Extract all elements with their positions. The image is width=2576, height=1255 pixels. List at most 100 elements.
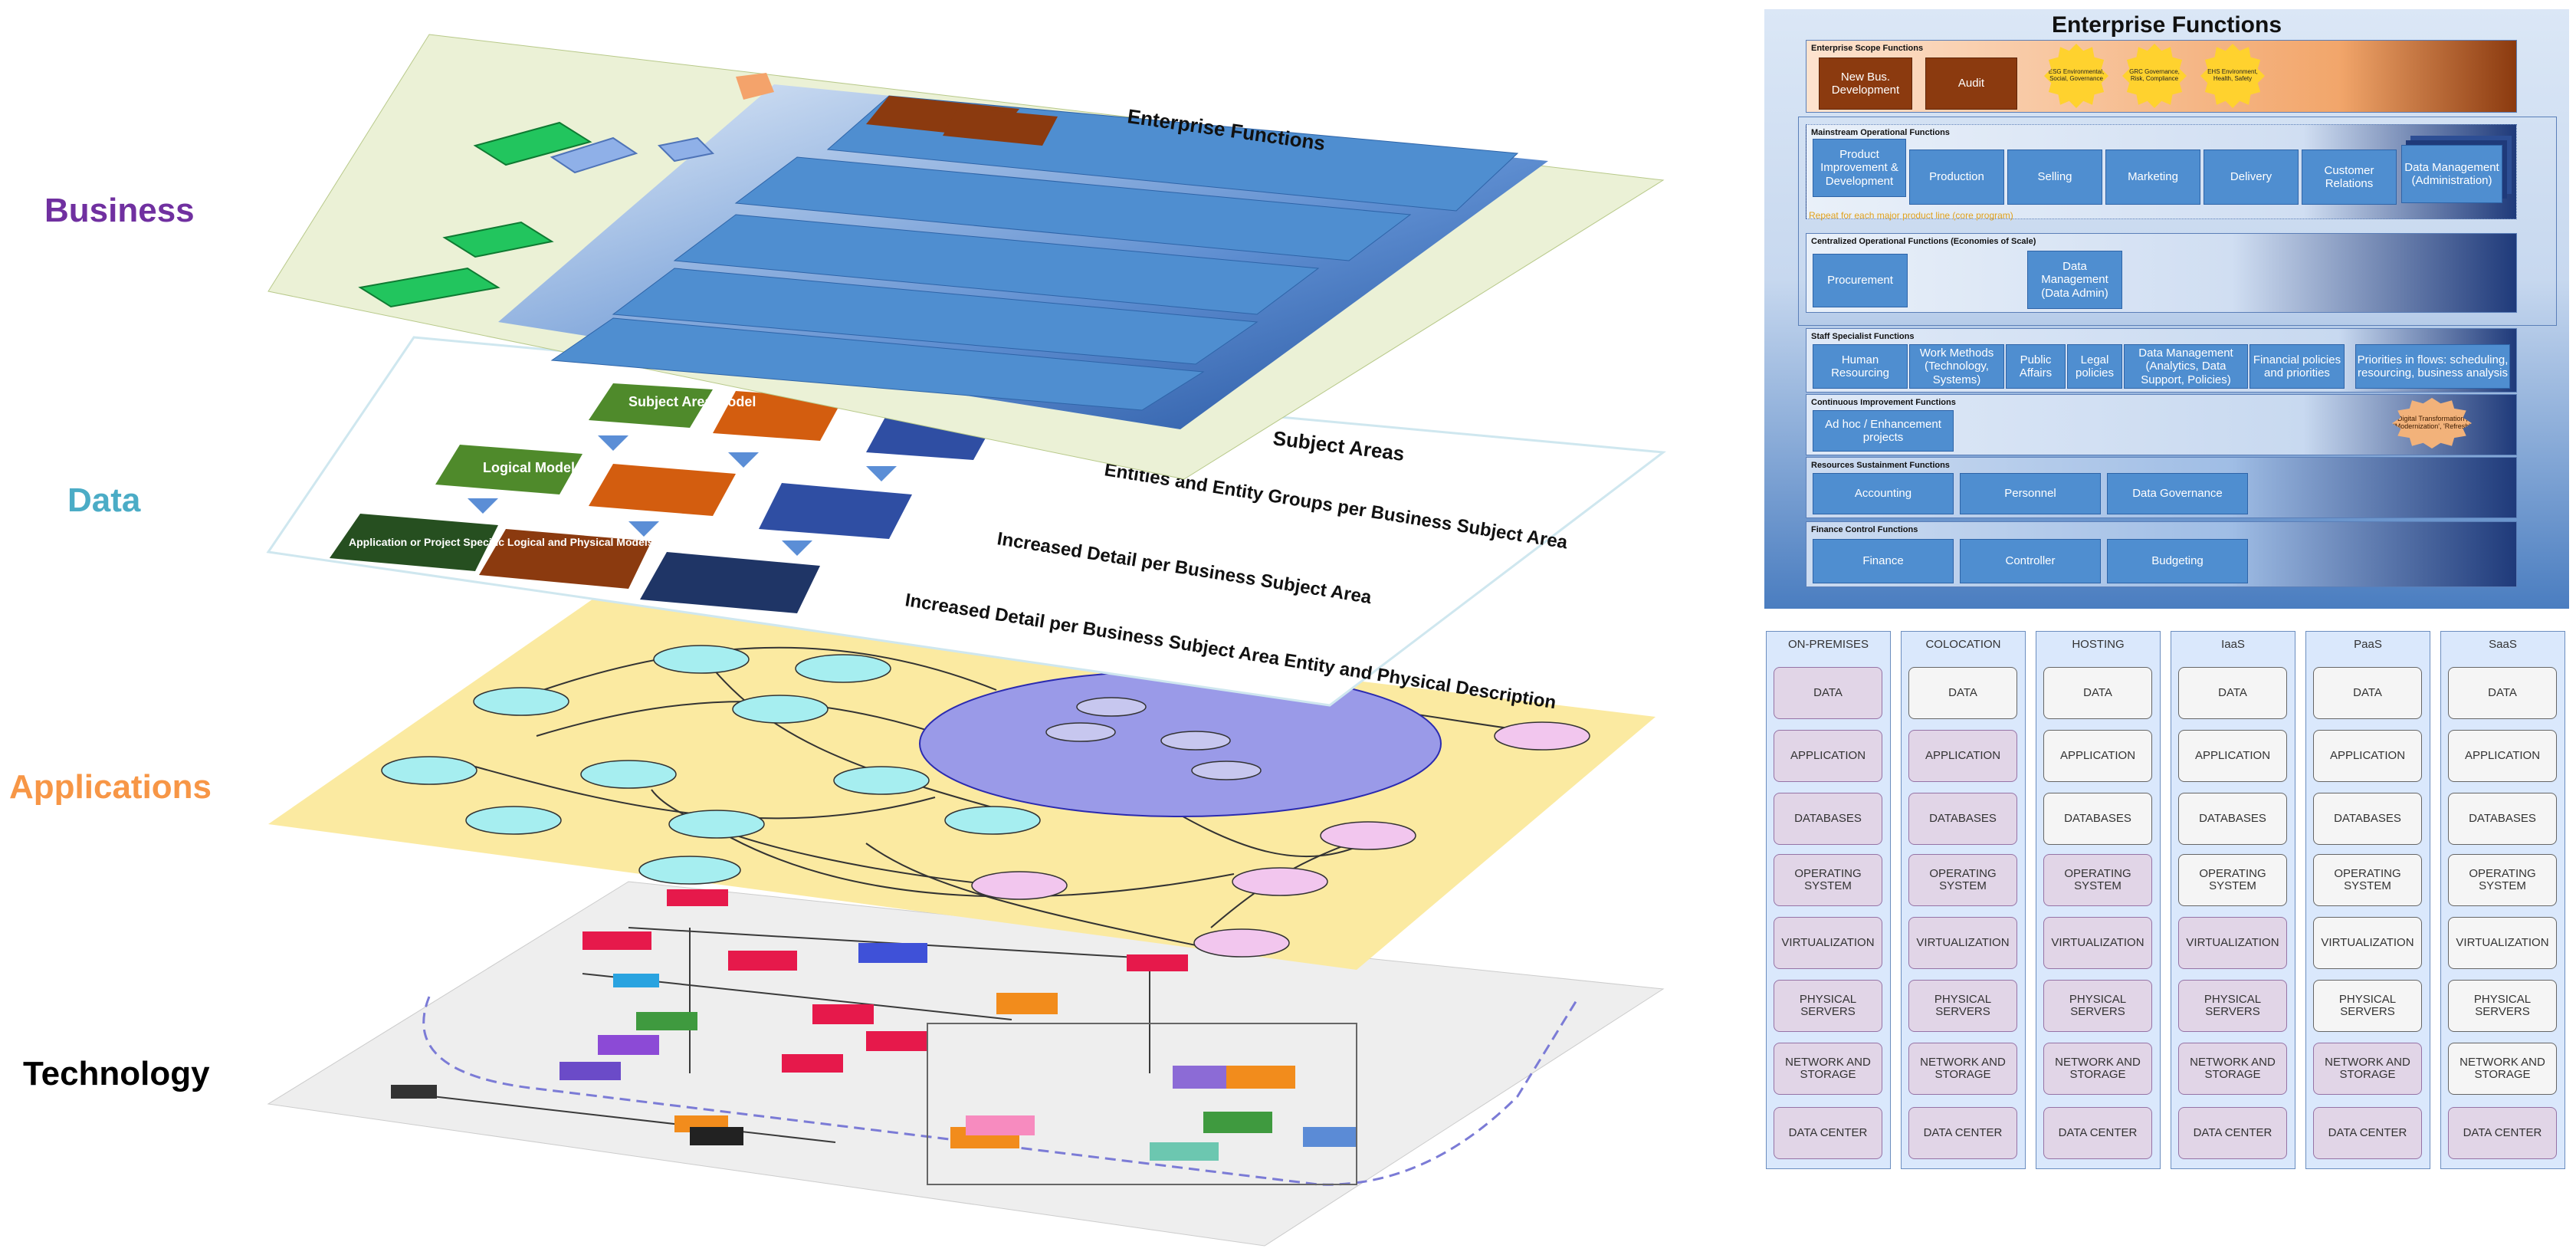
function-data-management-analytics: Data Management (Analytics, Data Support… xyxy=(2124,344,2248,389)
function-delivery: Delivery xyxy=(2204,149,2299,205)
esg-starburst: ESG Environmental, Social, Governance xyxy=(2044,44,2108,108)
cloud-layer-operating-system: OPERATING SYSTEM xyxy=(1908,854,2017,906)
function-public-affairs: Public Affairs xyxy=(2006,344,2066,389)
cloud-layer-virtualization: VIRTUALIZATION xyxy=(2043,917,2152,969)
cloud-layer-data: DATA xyxy=(2313,667,2422,719)
business-hand-icon xyxy=(736,73,774,100)
band-title: Resources Sustainment Functions xyxy=(1811,461,1950,470)
cloud-column-title: PaaS xyxy=(2354,638,2382,651)
enterprise-functions-title: Enterprise Functions xyxy=(2051,12,2282,38)
cloud-layer-databases: DATABASES xyxy=(1774,793,1882,845)
cloud-layer-data-center: DATA CENTER xyxy=(2448,1107,2557,1159)
cloud-layer-network-and-storage: NETWORK AND STORAGE xyxy=(1774,1043,1882,1095)
function-legal-policies: Legal policies xyxy=(2067,344,2122,389)
cloud-layer-databases: DATABASES xyxy=(1908,793,2017,845)
business-arrows xyxy=(358,121,592,308)
cloud-layer-application: APPLICATION xyxy=(2313,730,2422,782)
function-accounting: Accounting xyxy=(1813,473,1954,514)
band-title: Mainstream Operational Functions xyxy=(1811,128,1950,137)
cloud-layer-data-center: DATA CENTER xyxy=(2313,1107,2422,1159)
band-title: Staff Specialist Functions xyxy=(1811,332,1915,341)
cloud-layer-physical-servers: PHYSICAL SERVERS xyxy=(1908,980,2017,1032)
cloud-layer-network-and-storage: NETWORK AND STORAGE xyxy=(2178,1043,2287,1095)
business-layer-label: Business xyxy=(44,192,195,229)
cloud-layer-operating-system: OPERATING SYSTEM xyxy=(2448,854,2557,906)
function-priorities-in-flows: Priorities in flows: scheduling, resourc… xyxy=(2355,344,2510,389)
cloud-layer-data: DATA xyxy=(2043,667,2152,719)
band-centralized: Centralized Operational Functions (Econo… xyxy=(1806,233,2517,313)
repeat-note: Repeat for each major product line (core… xyxy=(1809,210,2013,221)
function-ad-hoc-projects: Ad hoc / Enhancement projects xyxy=(1813,410,1954,452)
cloud-layer-operating-system: OPERATING SYSTEM xyxy=(2178,854,2287,906)
function-data-governance: Data Governance xyxy=(2107,473,2248,514)
cloud-layer-data-center: DATA CENTER xyxy=(2178,1107,2287,1159)
cloud-layer-network-and-storage: NETWORK AND STORAGE xyxy=(2043,1043,2152,1095)
function-production: Production xyxy=(1909,149,2004,205)
cloud-layer-virtualization: VIRTUALIZATION xyxy=(1908,917,2017,969)
function-product-improvement: Product Improvement & Development xyxy=(1813,139,1906,197)
function-personnel: Personnel xyxy=(1960,473,2101,514)
cloud-column-title: HOSTING xyxy=(2072,638,2125,651)
cloud-layer-virtualization: VIRTUALIZATION xyxy=(2178,917,2287,969)
data-model-text-logical-1: Logical Model xyxy=(483,460,575,475)
function-marketing: Marketing xyxy=(2105,149,2200,205)
function-new-bus-development: New Bus. Development xyxy=(1819,57,1912,110)
cloud-layer-data-center: DATA CENTER xyxy=(1908,1107,2017,1159)
cloud-column-title: ON-PREMISES xyxy=(1787,638,1869,651)
function-selling: Selling xyxy=(2007,149,2102,205)
band-resources: Resources Sustainment Functions Accounti… xyxy=(1806,457,2517,518)
cloud-layer-virtualization: VIRTUALIZATION xyxy=(2313,917,2422,969)
cloud-layer-physical-servers: PHYSICAL SERVERS xyxy=(2313,980,2422,1032)
function-financial-policies: Financial policies and priorities xyxy=(2249,344,2345,389)
cloud-layer-network-and-storage: NETWORK AND STORAGE xyxy=(1908,1043,2017,1095)
function-procurement: Procurement xyxy=(1813,254,1908,307)
function-controller: Controller xyxy=(1960,539,2101,583)
cloud-layer-physical-servers: PHYSICAL SERVERS xyxy=(2448,980,2557,1032)
cloud-layer-virtualization: VIRTUALIZATION xyxy=(2448,917,2557,969)
cloud-layer-physical-servers: PHYSICAL SERVERS xyxy=(1774,980,1882,1032)
data-layer-label: Data xyxy=(67,481,141,519)
function-data-management-admin: Data Management (Administration) xyxy=(2401,145,2502,203)
band-mainstream: Mainstream Operational Functions Product… xyxy=(1806,124,2517,219)
cloud-column-title: SaaS xyxy=(2489,638,2517,651)
cloud-layer-data-center: DATA CENTER xyxy=(2043,1107,2152,1159)
technology-plane xyxy=(267,881,1665,1247)
cloud-layer-application: APPLICATION xyxy=(2178,730,2287,782)
cloud-layer-operating-system: OPERATING SYSTEM xyxy=(1774,854,1882,906)
function-finance: Finance xyxy=(1813,539,1954,583)
function-customer-relations: Customer Relations xyxy=(2302,149,2397,205)
band-title: Finance Control Functions xyxy=(1811,525,1918,534)
function-audit: Audit xyxy=(1925,57,2017,110)
digital-transformation-burst: 'Digital Transformation', 'Modernization… xyxy=(2392,398,2472,448)
data-model-text-subject-1: Subject Area Model xyxy=(628,394,756,409)
band-enterprise-scope: Enterprise Scope Functions New Bus. Deve… xyxy=(1806,40,2517,113)
band-staff: Staff Specialist Functions Human Resourc… xyxy=(1806,328,2517,393)
cloud-layer-databases: DATABASES xyxy=(2178,793,2287,845)
data-model-text-physical-1: Application or Project Specific Logical … xyxy=(349,536,654,548)
function-human-resourcing: Human Resourcing xyxy=(1813,344,1908,389)
band-title: Continuous Improvement Functions xyxy=(1811,398,1956,407)
layer-stack-illustration: Subject Area Model Logical Model Applica… xyxy=(266,34,1666,1247)
cloud-layer-application: APPLICATION xyxy=(1908,730,2017,782)
cloud-layer-data: DATA xyxy=(2448,667,2557,719)
cloud-layer-data-center: DATA CENTER xyxy=(1774,1107,1882,1159)
enterprise-functions-panel: Enterprise Functions Enterprise Scope Fu… xyxy=(1764,9,2569,609)
function-data-management-data-admin: Data Management (Data Admin) xyxy=(2027,251,2122,309)
band-title: Enterprise Scope Functions xyxy=(1811,44,1924,53)
cloud-layer-virtualization: VIRTUALIZATION xyxy=(1774,917,1882,969)
cloud-layer-data: DATA xyxy=(1908,667,2017,719)
cloud-layer-application: APPLICATION xyxy=(1774,730,1882,782)
cloud-layer-network-and-storage: NETWORK AND STORAGE xyxy=(2448,1043,2557,1095)
band-title: Centralized Operational Functions (Econo… xyxy=(1811,237,2036,246)
cloud-layer-physical-servers: PHYSICAL SERVERS xyxy=(2043,980,2152,1032)
cloud-layer-application: APPLICATION xyxy=(2043,730,2152,782)
cloud-column-title: IaaS xyxy=(2221,638,2245,651)
cloud-layer-application: APPLICATION xyxy=(2448,730,2557,782)
application-nodes xyxy=(381,645,1590,958)
cloud-layer-operating-system: OPERATING SYSTEM xyxy=(2313,854,2422,906)
